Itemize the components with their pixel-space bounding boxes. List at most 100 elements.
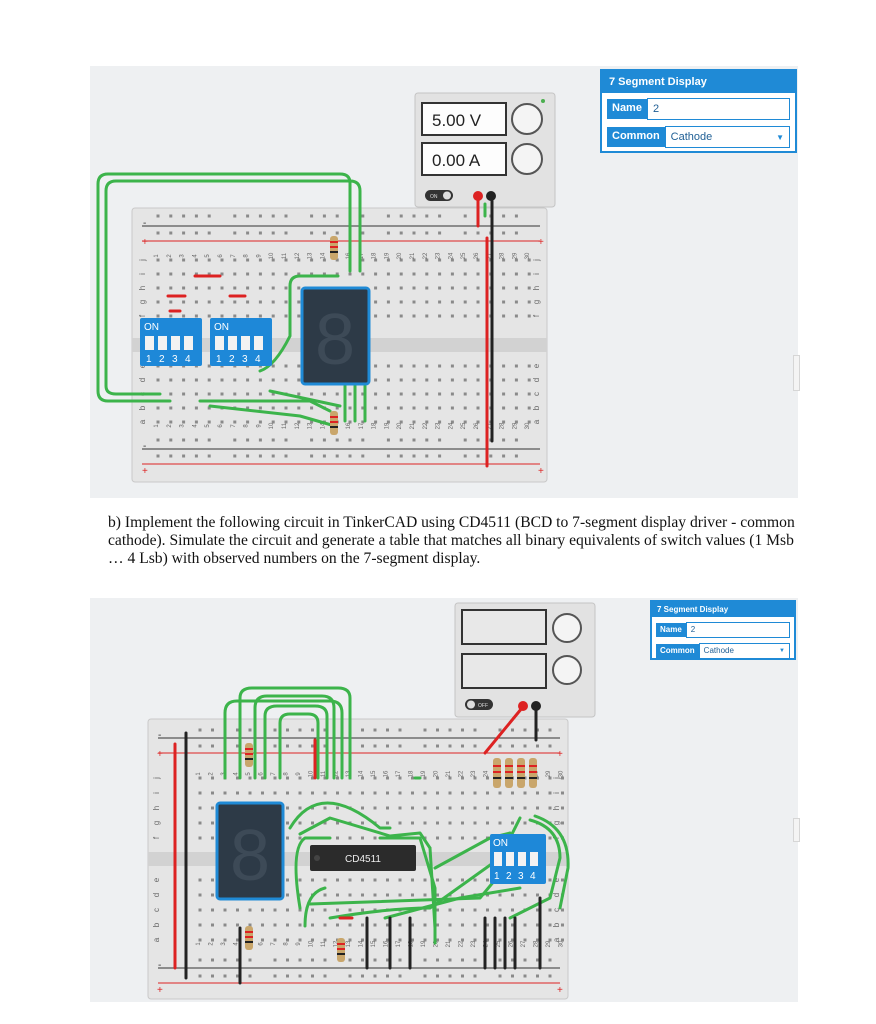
resistor[interactable] (245, 743, 253, 767)
chip-label: CD4511 (345, 854, 381, 865)
wires[interactable] (96, 172, 487, 428)
column-number: 18 (409, 770, 415, 777)
resistor-bottom[interactable] (330, 411, 338, 435)
column-number: 6 (259, 942, 265, 946)
column-number: 13 (346, 940, 352, 947)
column-number: 29 (546, 940, 552, 947)
column-number: 1 (154, 424, 160, 428)
cd4511-chip[interactable]: CD4511 (310, 845, 416, 871)
common-label: Common (607, 127, 665, 147)
column-number: 18 (372, 422, 378, 429)
column-number: 25 (461, 422, 467, 429)
column-number: 15 (371, 940, 377, 947)
negative-terminal[interactable] (531, 701, 541, 711)
current-knob[interactable] (552, 655, 582, 685)
row-letter: h (552, 806, 561, 810)
name-field[interactable]: 2 (646, 98, 790, 120)
dip-on-label: ON (144, 322, 159, 333)
dip-number: 2 (506, 871, 512, 882)
bottom-circuit-canvas[interactable]: OFF + + - - + + 112233445566778899101011… (90, 598, 798, 1002)
column-number: 5 (205, 254, 211, 258)
column-number: 20 (434, 940, 440, 947)
scroll-tab[interactable] (793, 818, 800, 842)
column-number: 25 (461, 252, 467, 259)
column-number: 7 (271, 772, 277, 776)
common-select[interactable]: Cathode▼ (698, 642, 790, 659)
column-number: 3 (180, 424, 186, 428)
voltage-knob[interactable] (511, 103, 543, 135)
row-letter: a (552, 937, 561, 942)
scroll-tab[interactable] (793, 355, 800, 391)
positive-terminal[interactable] (473, 191, 483, 201)
voltage-readout: 5.00 V (432, 111, 482, 130)
display-digit: 8 (230, 816, 270, 896)
resistor-array[interactable] (493, 758, 537, 788)
rail-minus-label: - (143, 218, 146, 229)
column-number: 8 (284, 942, 290, 946)
column-number: 19 (421, 940, 427, 947)
column-number: 26 (509, 940, 515, 947)
column-number: 24 (448, 252, 454, 259)
dip-on-label: ON (214, 322, 229, 333)
column-number: 8 (244, 254, 250, 258)
column-number: 12 (334, 940, 340, 947)
row-letter: f (532, 314, 541, 317)
rail-plus-label: + (557, 749, 563, 760)
red-wires[interactable] (166, 196, 489, 468)
dip-switch-2[interactable]: ON 1 2 3 4 (210, 318, 272, 366)
resistor-top[interactable] (330, 236, 338, 260)
column-number: 20 (397, 422, 403, 429)
common-select[interactable]: Cathode▼ (664, 126, 790, 148)
row-letter: j (138, 259, 147, 262)
name-field[interactable]: 2 (685, 621, 790, 638)
power-led (541, 99, 545, 103)
column-number: 1 (154, 254, 160, 258)
question-text: b) Implement the following circuit in Ti… (108, 514, 795, 567)
dip-switch-1[interactable]: ON 1 2 3 4 (140, 318, 202, 366)
dip-number: 1 (216, 354, 222, 365)
top-circuit-svg: 5.00 V 0.00 A ON + + - - + + (96, 92, 556, 483)
row-letter: d (532, 378, 541, 382)
column-number: 27 (487, 422, 493, 429)
row-letter: g (552, 821, 561, 825)
column-number: 22 (423, 422, 429, 429)
voltage-knob[interactable] (552, 613, 582, 643)
row-letter: h (532, 286, 541, 290)
common-value: Cathode (670, 131, 713, 143)
column-number: 1 (196, 942, 202, 946)
power-supply[interactable]: OFF (454, 602, 596, 718)
negative-terminal[interactable] (486, 191, 496, 201)
column-number: 23 (471, 770, 477, 777)
column-number: 1 (196, 772, 202, 776)
common-label: Common (656, 643, 699, 658)
row-letter: e (552, 877, 561, 882)
row-letter: a (152, 937, 161, 942)
red-wires[interactable] (173, 706, 524, 970)
column-number: 21 (446, 770, 452, 777)
bottom-properties-panel: 7 Segment Display Name 2 Common Cathode▼ (650, 600, 796, 660)
column-number: 22 (459, 940, 465, 947)
column-number: 29 (512, 422, 518, 429)
column-number: 23 (471, 940, 477, 947)
name-label: Name (656, 622, 686, 637)
common-value: Cathode (703, 646, 734, 655)
dip-number: 4 (530, 871, 536, 882)
resistor[interactable] (337, 938, 345, 962)
dip-switch[interactable]: ON 1 2 3 4 (490, 834, 546, 884)
seven-segment-display[interactable]: 8 (215, 801, 285, 901)
row-letter: g (152, 821, 161, 825)
power-supply[interactable]: 5.00 V 0.00 A ON (414, 92, 556, 208)
bottom-circuit-svg: OFF + + - - + + 112233445566778899101011… (147, 602, 596, 1000)
column-number: 14 (359, 940, 365, 947)
seven-segment-display[interactable]: 8 (300, 286, 371, 386)
row-letter: b (532, 405, 541, 410)
black-wires[interactable] (184, 706, 542, 985)
resistor[interactable] (245, 926, 253, 950)
column-number: 30 (559, 940, 565, 947)
column-number: 12 (295, 422, 301, 429)
current-knob[interactable] (511, 143, 543, 175)
column-number: 28 (500, 252, 506, 259)
column-number: 26 (474, 252, 480, 259)
row-letter: a (532, 419, 541, 424)
